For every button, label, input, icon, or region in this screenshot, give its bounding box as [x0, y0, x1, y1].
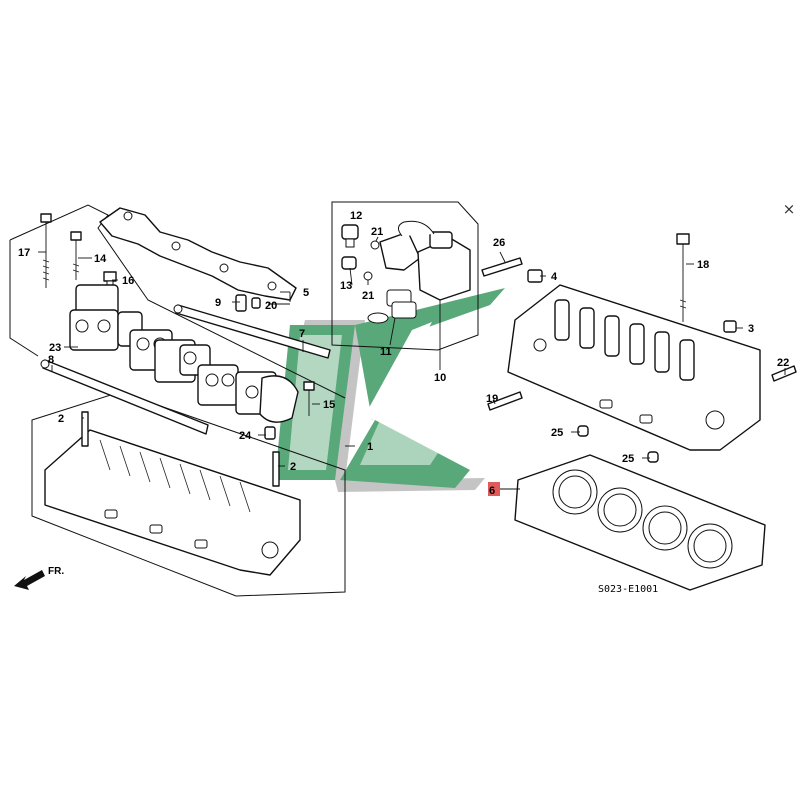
callout-15: 15 [323, 399, 335, 411]
callout-24: 24 [239, 430, 252, 442]
callout-12: 12 [350, 210, 362, 222]
callout-19: 19 [486, 393, 498, 405]
callout-11: 11 [380, 346, 392, 358]
callout-14: 14 [94, 253, 107, 265]
callout-26: 26 [493, 237, 505, 249]
callout-16: 16 [122, 275, 134, 287]
bolt-14 [70, 231, 82, 280]
bolt-17 [40, 213, 52, 288]
callout-1: 1 [367, 441, 373, 453]
washer-21-a [370, 240, 380, 250]
callout-13: 13 [340, 280, 352, 292]
stud-26 [481, 257, 523, 277]
nut-4 [527, 269, 543, 283]
collar-24 [264, 426, 276, 440]
callout-2: 2 [290, 461, 296, 473]
stud-19 [487, 391, 523, 411]
callout-labels: 1 2 2 3 4 5 6 7 8 9 10 11 12 13 14 15 16… [18, 210, 789, 595]
callout-25: 25 [622, 453, 634, 465]
front-arrow [14, 570, 45, 590]
leader-lines [38, 225, 786, 490]
plug-13 [341, 256, 357, 270]
watermark-logo [275, 288, 505, 492]
callout-21: 21 [362, 290, 374, 302]
head-gasket-6 [514, 454, 766, 591]
callout-10: 10 [434, 372, 446, 384]
callout-9: 9 [215, 297, 221, 309]
rocker-shaft-7 [173, 304, 331, 359]
frame-solenoid [331, 201, 479, 351]
close-icon[interactable]: × [782, 200, 796, 218]
part-9 [235, 294, 247, 312]
front-label: FR. [48, 566, 64, 577]
callout-20: 20 [265, 300, 277, 312]
callout-23: 23 [49, 342, 61, 354]
callout-6-highlight [488, 482, 500, 496]
oil-manifold-5 [99, 207, 297, 301]
callout-4: 4 [551, 271, 558, 283]
callout-7: 7 [299, 328, 305, 340]
callout-8: 8 [48, 354, 54, 366]
stud-22 [771, 365, 797, 382]
callout-5: 5 [303, 287, 309, 299]
filter-gasket-11 [367, 289, 417, 324]
cylinder-head-right [507, 284, 761, 451]
dowel-25-b [647, 451, 659, 463]
callout-2: 2 [58, 413, 64, 425]
callout-22: 22 [777, 357, 789, 369]
dowel-25-a [577, 425, 589, 437]
callout-3: 3 [748, 323, 754, 335]
callout-18: 18 [697, 259, 709, 271]
solenoid-valve-10 [379, 220, 471, 301]
stud-2-left [81, 411, 89, 447]
callout-17: 17 [18, 247, 30, 259]
nut-3 [723, 320, 737, 333]
cylinder-head-1 [44, 429, 301, 576]
diagram-code: S023-E1001 [598, 584, 658, 595]
callout-21: 21 [371, 226, 383, 238]
stud-2-right [272, 451, 280, 487]
oil-pressure-switch-12 [341, 224, 359, 248]
callout-25: 25 [551, 427, 563, 439]
rocker-shaft-8 [40, 359, 209, 435]
bolt-15 [303, 381, 315, 416]
rocker-arm-assembly [69, 284, 299, 423]
washer-21-b [363, 271, 373, 281]
callout-6: 6 [489, 485, 495, 497]
part-20 [251, 297, 261, 309]
bolt-18 [676, 233, 690, 322]
